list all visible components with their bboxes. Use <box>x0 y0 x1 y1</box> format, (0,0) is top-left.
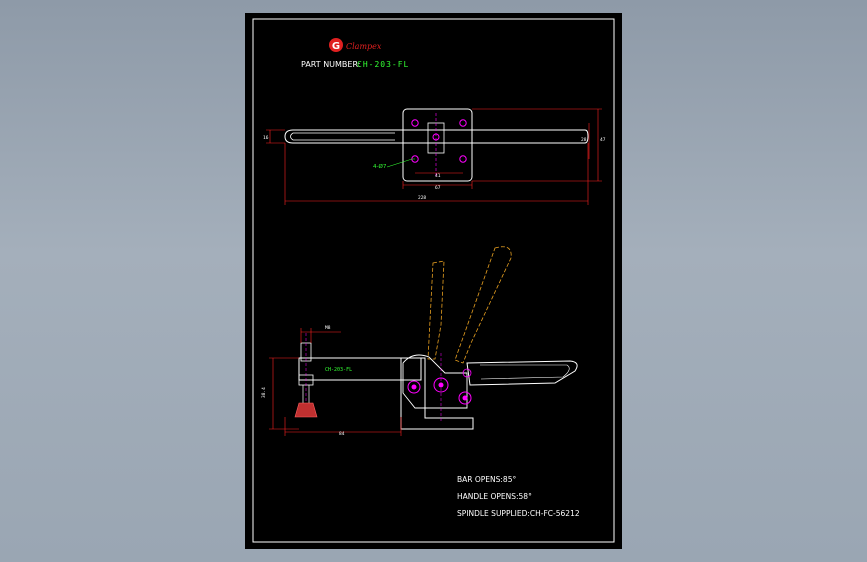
dim-right-height-inner: 28 <box>581 137 587 143</box>
base-plate <box>402 108 473 182</box>
side-dimensions <box>269 328 402 436</box>
clamp-bar-outline <box>284 129 589 144</box>
note-handle-opens: HANDLE OPENS:58° <box>457 492 532 501</box>
side-view: CH-203-FL <box>261 246 578 437</box>
dim-reach: 84 <box>339 431 345 437</box>
mount-hole <box>411 119 419 127</box>
pivot-pin <box>458 391 472 405</box>
hole-callout-leader <box>386 158 415 168</box>
brand-logo: G Clampex <box>329 38 382 52</box>
spindle-rubber-tip <box>294 402 318 418</box>
side-clamp-bar <box>298 357 422 381</box>
dim-base-width: 67 <box>435 185 441 191</box>
sheet-frame <box>252 18 615 543</box>
note-bar-opens: BAR OPENS:85° <box>457 475 516 484</box>
drawing-sheet: G Clampex PART NUMBER: CH-203-FL <box>245 13 622 549</box>
cad-drawing: G Clampex PART NUMBER: CH-203-FL <box>252 18 615 543</box>
side-handle <box>466 360 578 386</box>
logo-letter: G <box>332 41 340 52</box>
pivot-pin <box>462 368 472 378</box>
dim-thread: M8 <box>325 325 331 331</box>
handle-grip-line <box>480 364 570 380</box>
part-number-label: PART NUMBER: <box>301 60 360 69</box>
open-position-outline <box>427 246 512 364</box>
linkage-body <box>402 354 468 409</box>
side-bar-label: CH-203-FL <box>325 367 352 373</box>
pivot-pin-center <box>411 384 417 390</box>
logo-circle <box>329 38 343 52</box>
part-number-value: CH-203-FL <box>357 60 409 69</box>
side-base <box>400 357 474 430</box>
dim-left-height: 16 <box>263 135 269 141</box>
bar-slot <box>290 132 395 141</box>
pivot-hole <box>432 133 440 141</box>
dim-right-height-outer: 47 <box>600 137 606 143</box>
note-spindle: SPINDLE SUPPLIED:CH-FC-56212 <box>457 509 580 518</box>
pivot-pin <box>407 380 421 394</box>
mount-hole <box>459 119 467 127</box>
dim-height: 38.4 <box>261 387 267 398</box>
dim-total-length: 228 <box>418 195 426 201</box>
top-dimensions <box>266 108 602 205</box>
brand-name: Clampex <box>346 42 382 51</box>
hole-callout: 4-Ø7 <box>373 163 387 170</box>
dim-base-inner: 41 <box>435 173 441 179</box>
mount-hole <box>459 155 467 163</box>
pivot-pin-center <box>462 395 468 401</box>
top-view: 228 67 41 16 47 28 4-Ø7 <box>263 108 606 205</box>
